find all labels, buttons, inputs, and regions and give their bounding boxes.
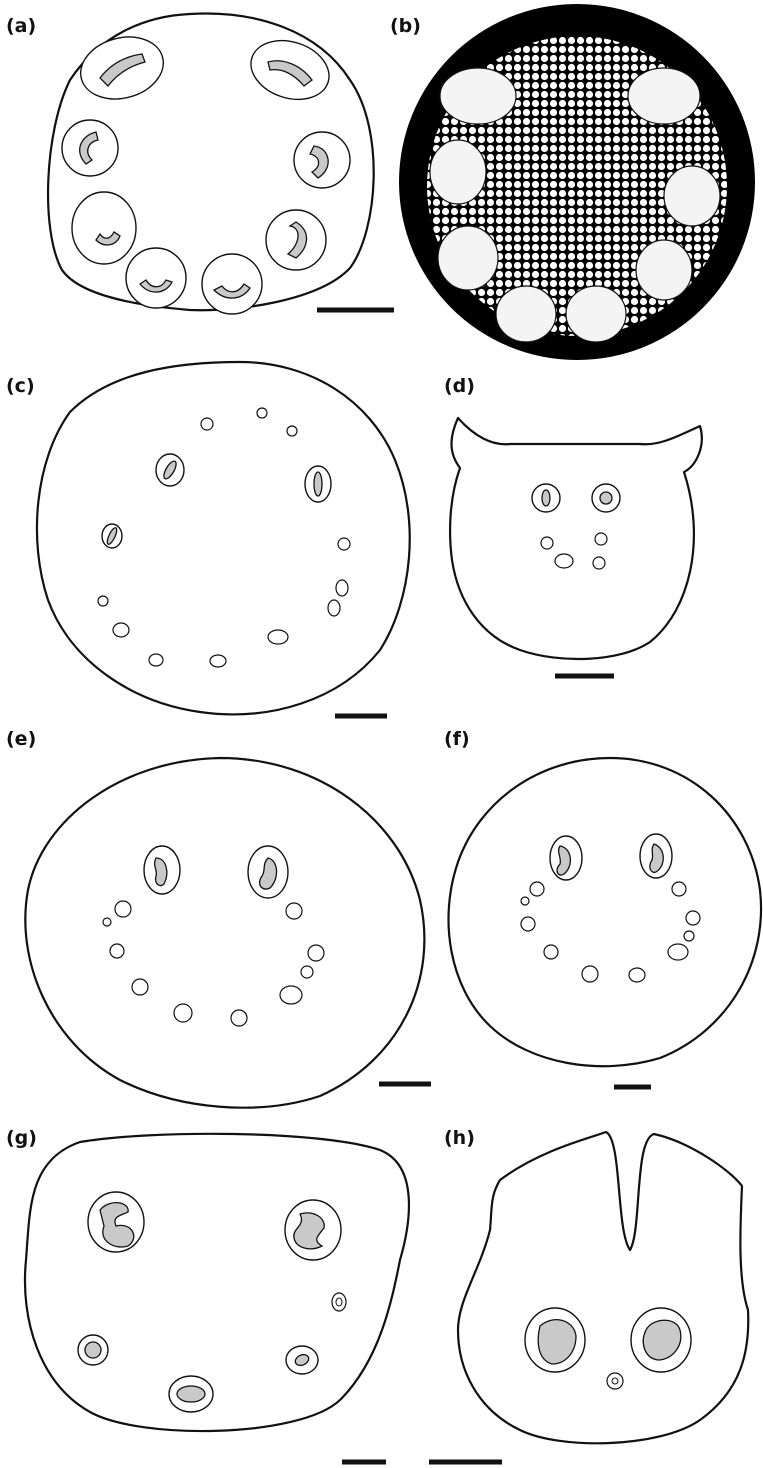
panel-h-section-outline (458, 1132, 748, 1443)
panel-b-label: (b) (390, 15, 421, 37)
panel-a-label: (a) (6, 15, 36, 37)
panel-a-bundles (62, 28, 350, 314)
panel-g-label: (g) (6, 1127, 37, 1149)
panel-f-section-outline (448, 758, 761, 1066)
panel-g-bundles (78, 1192, 346, 1412)
panel-d-bundles (532, 484, 620, 569)
panel-c: (c) (6, 362, 410, 716)
panel-f-label: (f) (444, 728, 470, 750)
panel-e-label: (e) (6, 728, 36, 750)
panel-a: (a) (6, 14, 394, 314)
panel-h: (h) (429, 1127, 748, 1462)
panel-d-label: (d) (444, 375, 475, 397)
panel-e-bundles (103, 846, 324, 1026)
panel-c-bundles (98, 408, 350, 667)
panel-g-section-outline (25, 1134, 409, 1431)
panel-e-section-outline (25, 758, 424, 1108)
panel-h-label: (h) (444, 1127, 475, 1149)
panel-f-bundles (521, 834, 700, 982)
panel-d-section-outline (450, 418, 702, 659)
panel-d: (d) (444, 375, 702, 676)
panel-f: (f) (444, 728, 761, 1087)
panel-h-bundles (525, 1308, 691, 1389)
panel-e: (e) (6, 728, 431, 1108)
panel-c-label: (c) (6, 375, 35, 397)
panel-b: (b) (390, 4, 755, 360)
panel-g: (g) (6, 1127, 409, 1462)
